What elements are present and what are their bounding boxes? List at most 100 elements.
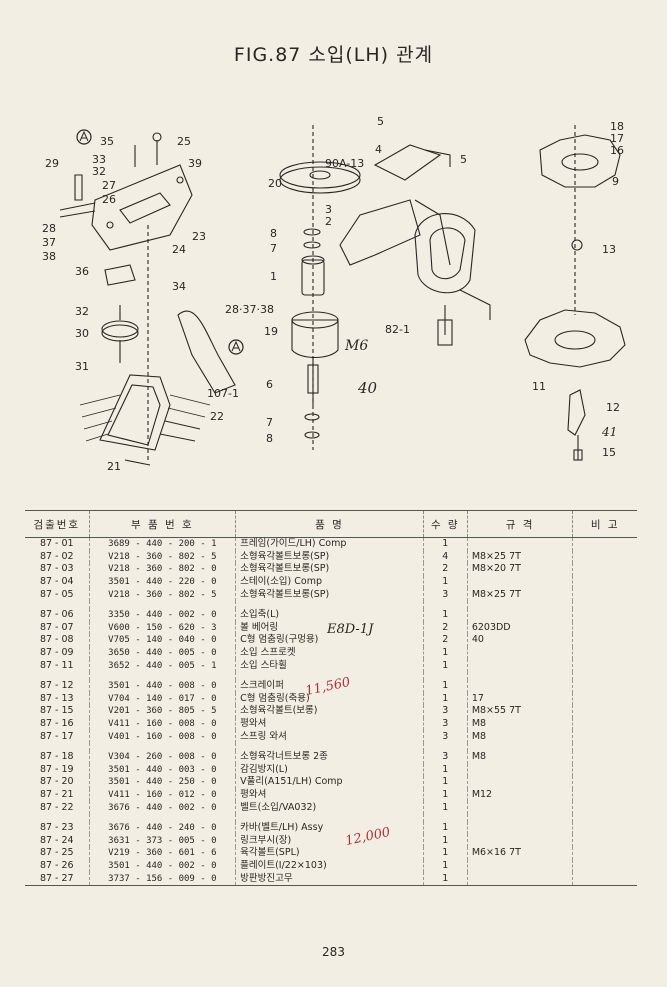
callout: 39 [188,157,202,170]
callout: 8 [266,432,273,445]
group-spacer [25,742,637,751]
cell-qty: 2 [422,621,468,635]
cell-no: 87 - 19 [39,763,74,775]
cell-note [572,847,637,860]
cell-note [572,575,637,589]
callout: 38 [42,250,56,263]
callout: 5 [377,115,384,128]
cell-name: 소형육각볼트보롱(SP) [235,550,424,564]
cell-part: V411 - 160 - 008 - 0 [88,717,236,731]
cell-name: C형 멈춤링(축용) [235,692,424,706]
cell-note [572,776,637,789]
cell-part: V600 - 150 - 620 - 3 [88,621,236,635]
belt-loop [99,374,171,451]
cell-spec [466,821,573,835]
cell-note [572,621,637,635]
cell-spec [466,679,573,693]
callout: 7 [270,242,277,255]
cell-part: 3350 - 440 - 002 - 0 [88,608,236,622]
callout: 21 [107,460,121,473]
cell-part: V219 - 360 - 601 - 6 [88,847,236,860]
cell-no: 87 - 04 [39,576,74,588]
group-spacer [25,671,637,680]
cell-spec [466,608,573,622]
cell-note [572,834,637,848]
group-spacer [25,600,637,609]
page-number: 283 [322,945,345,959]
cell-name: 소형육각볼트보롱(SP) [235,563,424,576]
cell-name: 소형육각볼트(보롱) [235,705,424,718]
cell-note [572,801,637,814]
cell-spec: M6×16 7T [466,847,573,860]
cell-spec: M8×55 7T [466,705,573,718]
cell-name: 육각볼트(SPL) [235,847,424,860]
cell-qty: 3 [422,730,468,743]
cell-qty: 1 [422,537,468,551]
cell-spec: M8 [466,717,573,731]
cell-part: V218 - 360 - 802 - 5 [88,588,236,601]
cell-name: 벨트(소입/VA032) [235,801,424,814]
cell-no: 87 - 23 [39,822,74,834]
cell-qty: 1 [422,575,468,589]
cell-name: 방판방진고무 [235,872,424,886]
cell-part: V704 - 140 - 017 - 0 [88,692,236,706]
header-qty: 수 량 [422,510,468,538]
cell-note [572,646,637,660]
cell-no: 87 - 15 [39,705,74,717]
callout: 32 [75,305,89,318]
handwritten-note: M6 [344,338,368,354]
cell-part: V401 - 160 - 008 - 0 [88,730,236,743]
cell-name: 스프링 와셔 [235,730,424,743]
cell-spec: M8×25 7T [466,588,573,601]
callout: 25 [177,135,191,148]
cell-name: 소입 스타휠 [235,659,424,672]
callout: 30 [75,327,89,340]
callout: 5 [460,153,467,166]
cell-spec: M8 [466,750,573,764]
cell-note [572,679,637,693]
header-part-no: 부 품 번 호 [88,510,236,538]
cell-qty: 1 [422,872,468,886]
cell-qty: 1 [422,788,468,802]
cell-part: 3650 - 440 - 005 - 0 [88,646,236,660]
cell-part: 3676 - 440 - 002 - 0 [88,801,236,814]
callout: 20 [268,177,282,190]
group-spacer [25,813,637,822]
cell-part: 3737 - 156 - 009 - 0 [88,872,236,886]
cell-part: 3501 - 440 - 002 - 0 [88,859,236,873]
cell-qty: 1 [422,834,468,848]
callout: 35 [100,135,114,148]
callout: 28 [42,222,56,235]
cell-spec [466,763,573,777]
cell-name: 스크레이퍼 [235,679,424,693]
callout: 34 [172,280,186,293]
callout: 22 [210,410,224,423]
cell-note [572,750,637,764]
cell-name: 스테이(소입) Comp [235,575,424,589]
sprocket-hub [291,319,339,359]
cell-name: V풀리(A151/LH) Comp [235,776,424,789]
cell-part: 3501 - 440 - 008 - 0 [88,679,236,693]
cell-no: 87 - 13 [39,692,74,704]
callout: 24 [172,243,186,256]
callout: 3 [325,203,332,216]
callout: 28·37·38 [225,303,274,316]
guide-frame [414,213,476,294]
cell-part: 3501 - 440 - 220 - 0 [88,575,236,589]
cell-name: 평와셔 [235,717,424,731]
cell-spec [466,575,573,589]
cell-no: 87 - 02 [39,550,74,562]
cell-note [572,692,637,706]
cell-qty: 3 [422,588,468,601]
